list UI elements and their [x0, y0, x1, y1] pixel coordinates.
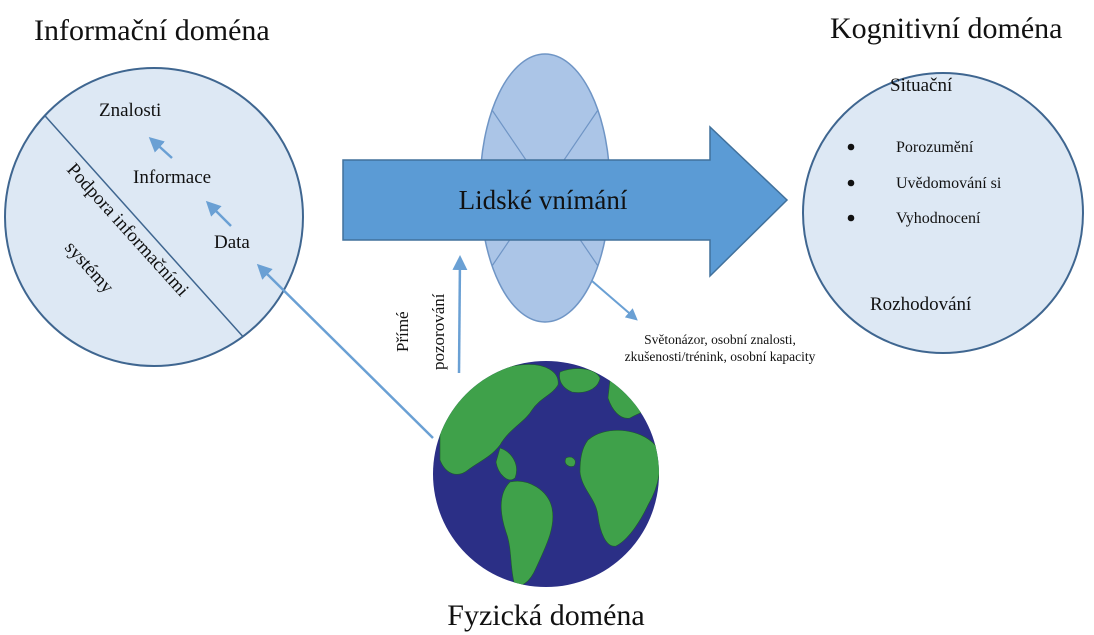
decision-label: Rozhodování	[870, 294, 972, 315]
cognitive-domain-title: Kognitivní doména	[830, 12, 1062, 45]
level-information: Informace	[133, 167, 211, 188]
filter-note-line1: Světonázor, osobní znalosti,	[644, 332, 796, 347]
bullet-3	[847, 214, 855, 222]
bullet-evaluation: Vyhodnocení	[896, 210, 981, 227]
bullet-2	[847, 179, 855, 187]
perception-label: Lidské vnímání	[459, 185, 628, 215]
physical-domain-title: Fyzická doména	[447, 599, 644, 632]
level-knowledge: Znalosti	[99, 100, 161, 121]
level-data: Data	[214, 232, 250, 253]
filter-note-arrow	[591, 280, 638, 321]
perception-arrow	[342, 125, 789, 278]
bullet-awareness: Uvědomování si	[896, 175, 1002, 192]
info-domain-circle	[4, 67, 304, 367]
info-domain-title: Informační doména	[34, 14, 270, 47]
arrow-info-to-knowledge	[148, 136, 173, 159]
arrow-data-to-info	[205, 200, 232, 227]
arrow-physical-to-data	[256, 263, 434, 439]
cognitive-domain-circle	[802, 72, 1084, 354]
observation-arrow	[452, 255, 468, 374]
observation-line2: pozorování	[429, 293, 448, 370]
bullet-1	[847, 143, 855, 151]
situational-label: Situační	[890, 75, 953, 96]
observation-line1: Přímé	[393, 311, 412, 352]
divider-line	[37, 107, 247, 341]
filter-note-line2: zkušenosti/trénink, osobní kapacity	[625, 349, 816, 364]
bullet-understanding: Porozumění	[896, 139, 974, 156]
globe-icon	[433, 361, 659, 587]
